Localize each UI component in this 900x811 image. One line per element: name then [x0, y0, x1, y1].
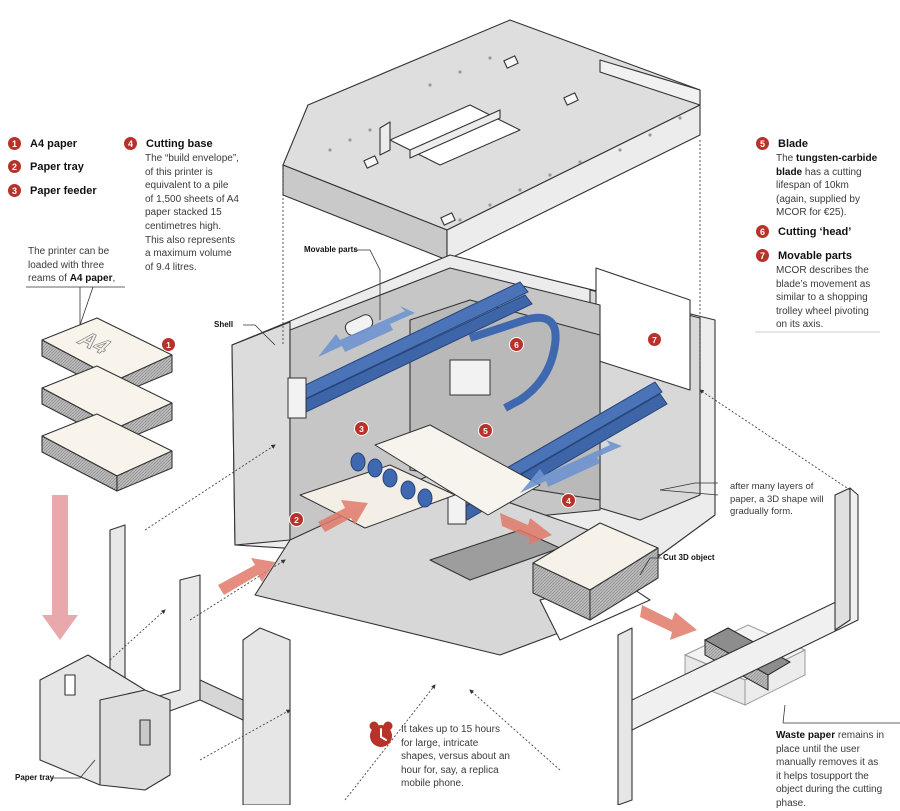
blade-text-post: has a cutting lifespan of 10km (again, s… [776, 166, 862, 219]
gantry-brackets [287, 314, 491, 525]
a4-reams-stack [41, 317, 173, 492]
movable-parts-description: MCOR describes the blade’s movement as s… [776, 265, 871, 331]
legend-title: Paper feeder [30, 184, 97, 197]
number-badge: 6 [756, 225, 769, 238]
legend-title: A4 paper [30, 137, 78, 150]
legend-item-cutting-head: 6 Cutting ‘head’ [756, 225, 851, 238]
reams-text: The printer can be loaded with three rea… [28, 246, 110, 285]
art-badge-7: 7 [648, 333, 661, 346]
desc-line: of this printer is [145, 166, 213, 178]
legend-item-movable-parts: 7 Movable parts [756, 249, 852, 262]
label-shell: Shell [214, 320, 234, 329]
top-lid [282, 19, 701, 261]
waste-bold-text: Waste paper [776, 730, 836, 741]
number-badge: 1 [8, 137, 21, 150]
lid-rivets [328, 56, 682, 222]
legend-item-paper-tray: 2 Paper tray [8, 160, 84, 173]
art-badge-2: 2 [290, 513, 303, 526]
alarm-clock-icon [368, 720, 394, 748]
waste-text: remains in place until the user manually… [776, 730, 884, 809]
label-cut-3d-object: Cut 3D object [663, 553, 715, 562]
right-side-panel [617, 487, 859, 805]
art-badge-6: 6 [510, 338, 523, 351]
legend-item-paper-feeder: 3 Paper feeder [8, 184, 97, 197]
legend-item-cutting-base: 4 Cutting base [124, 137, 213, 150]
desc-line: of 1,500 sheets of A4 [145, 193, 239, 205]
number-badge: 4 [124, 137, 137, 150]
red-flow-arrows [42, 495, 697, 640]
desc-line: centimetres high. [145, 220, 222, 232]
blade-bold-text: tungsten-carbide blade [776, 153, 878, 178]
legend-item-blade: 5 Blade [756, 137, 808, 150]
art-badge-1: 1 [162, 338, 175, 351]
number-badge: 7 [756, 249, 769, 262]
number-badge: 3 [8, 184, 21, 197]
cut-3d-object-block [532, 522, 659, 621]
legend-title: Blade [778, 137, 808, 150]
desc-line: This also represents [145, 234, 236, 246]
reams-bold-text: A4 paper [69, 273, 113, 285]
blade-description: The tungsten-carbide blade has a cutting… [776, 152, 878, 220]
legend-title: Paper tray [30, 160, 84, 173]
art-badge-3: 3 [355, 422, 368, 435]
desc-line: paper stacked 15 [145, 207, 222, 219]
art-badge-5: 5 [479, 424, 492, 437]
reams-callout: The printer can be loaded with three rea… [28, 245, 128, 286]
number-badge: 2 [8, 160, 21, 173]
legend-title: Cutting base [146, 137, 213, 150]
legend-item-a4-paper: 1 A4 paper [8, 137, 77, 150]
reams-punct: , [112, 273, 116, 285]
number-badge: 5 [756, 137, 769, 150]
paper-tray-parts [39, 524, 291, 805]
desc-line: a maximum volume [145, 248, 232, 260]
blade-text: The [776, 153, 797, 164]
desc-line: of 9.4 litres. [145, 261, 197, 273]
desc-line: The “build envelope”, [145, 153, 239, 164]
desc-line: equivalent to a pile [145, 180, 229, 192]
blue-motion-arrows [318, 306, 622, 493]
leader-lines [26, 249, 900, 779]
print-time-callout: It takes up to 15 hours for large, intri… [401, 724, 510, 790]
legend-title: Movable parts [778, 249, 852, 262]
layers-callout: after many layers of paper, a 3D shape w… [730, 481, 824, 517]
label-movable-parts: Movable parts [304, 245, 358, 254]
waste-paper-callout: Waste paper remains in place until the u… [776, 729, 886, 811]
label-paper-tray: Paper tray [15, 773, 55, 782]
art-badge-4: 4 [562, 494, 575, 507]
legend-title: Cutting ‘head’ [778, 225, 852, 238]
cutting-base-description: The “build envelope”, of this printer is… [145, 152, 275, 274]
paper-feeder-rollers [350, 452, 433, 508]
